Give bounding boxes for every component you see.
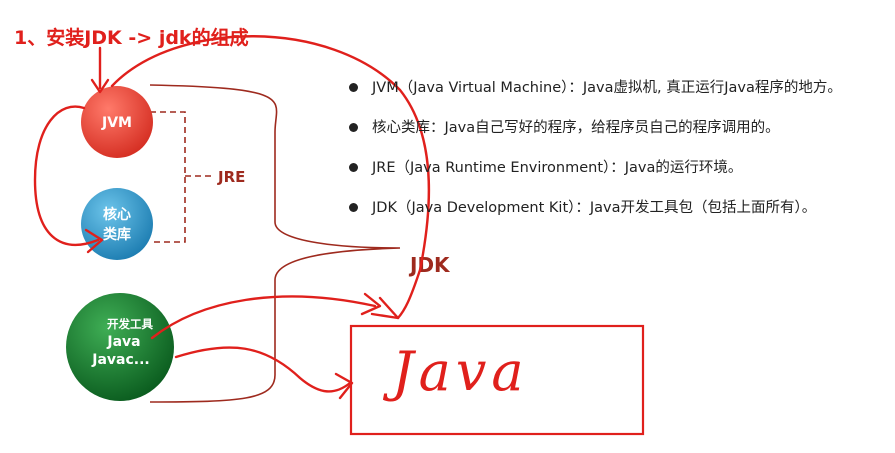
java-program-box bbox=[349, 324, 645, 436]
bullet-item-jdk: JDK（Java Development Kit）：Java开发工具包（包括上面… bbox=[346, 196, 891, 236]
jre-label: JRE bbox=[217, 168, 245, 186]
bullet-item-jvm: JVM（Java Virtual Machine）：Java虚拟机, 真正运行J… bbox=[346, 76, 891, 116]
slide-title: 1、安装JDK -> jdk的组成 bbox=[14, 26, 249, 49]
handwritten-arrows bbox=[33, 35, 431, 400]
jvm-node: JVM bbox=[81, 86, 153, 158]
bullet-dot bbox=[349, 203, 358, 212]
jdk-label: JDK bbox=[408, 253, 451, 277]
bullet-dot bbox=[349, 123, 358, 132]
bullet-dot bbox=[349, 83, 358, 92]
bullet-item-jre: JRE（Java Runtime Environment）：Java的运行环境。 bbox=[346, 156, 891, 196]
core-library-label-line1: 核心 bbox=[103, 206, 131, 223]
bullet-text-core-library: 核心类库：Java自己写好的程序，给程序员自己的程序调用的。 bbox=[372, 120, 780, 136]
dev-tools-label-line3: Javac... bbox=[91, 352, 149, 368]
core-library-label-line2: 类库 bbox=[103, 226, 131, 243]
jdk-definition-list: JVM（Java Virtual Machine）：Java虚拟机, 真正运行J… bbox=[346, 76, 891, 236]
jre-bracket bbox=[150, 111, 212, 243]
bullet-text-jvm: JVM（Java Virtual Machine）：Java虚拟机, 真正运行J… bbox=[372, 80, 842, 96]
bullet-text-jre: JRE（Java Runtime Environment）：Java的运行环境。 bbox=[372, 160, 743, 176]
bullet-item-core-library: 核心类库：Java自己写好的程序，给程序员自己的程序调用的。 bbox=[346, 116, 891, 156]
dev-tools-label-line2: Java bbox=[106, 334, 140, 350]
jvm-label: JVM bbox=[101, 115, 132, 131]
dev-tools-node: 开发工具 Java Javac... bbox=[66, 293, 174, 401]
jdk-bracket bbox=[149, 84, 401, 403]
handwritten-java: Java bbox=[382, 340, 529, 403]
dev-tools-label-line1: 开发工具 bbox=[107, 317, 153, 331]
bullet-dot bbox=[349, 163, 358, 172]
bullet-text-jdk: JDK（Java Development Kit）：Java开发工具包（包括上面… bbox=[372, 200, 817, 216]
